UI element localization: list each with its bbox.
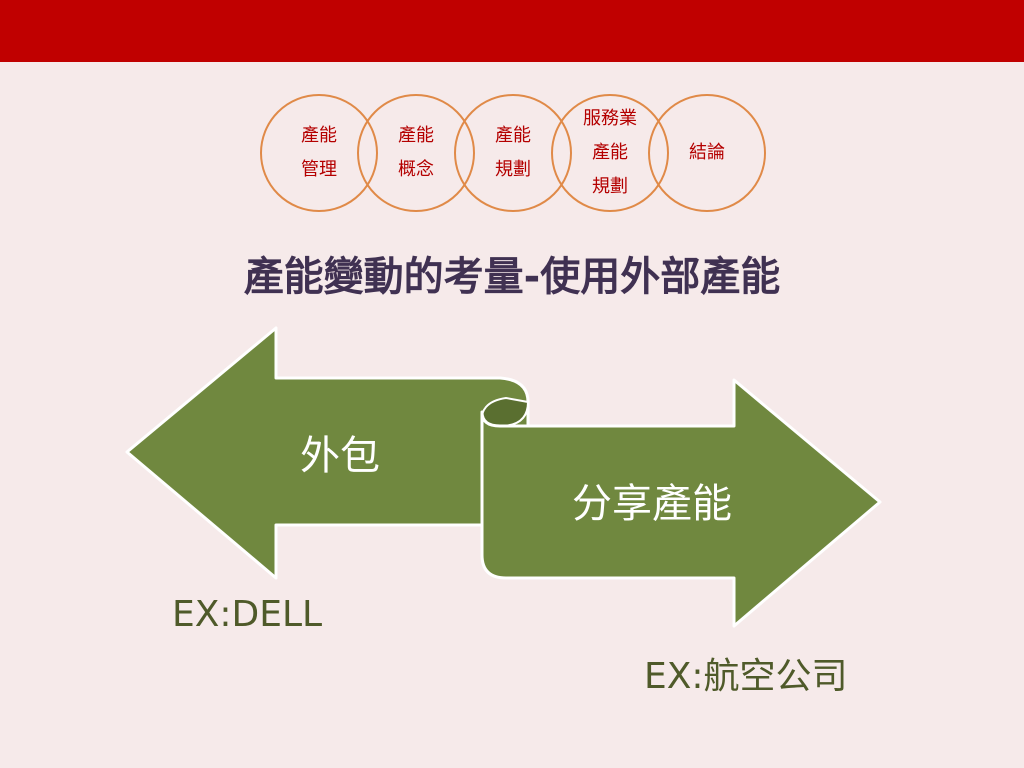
right-arrow-label: 分享產能 — [572, 481, 732, 527]
slide-title: 產能變動的考量-使用外部產能 — [243, 254, 781, 300]
left-example-text: EX:DELL — [172, 594, 323, 635]
left-arrow-label: 外包 — [300, 433, 380, 479]
right-example-text: EX:航空公司 — [644, 656, 848, 697]
left-arrow-shape — [125, 326, 530, 580]
nav-item-capacity-concept[interactable]: 產能 概念 — [357, 94, 475, 212]
nav-item-conclusion[interactable]: 結論 — [648, 94, 766, 212]
header-bar — [0, 0, 1024, 62]
right-arrow-shape — [480, 378, 882, 628]
